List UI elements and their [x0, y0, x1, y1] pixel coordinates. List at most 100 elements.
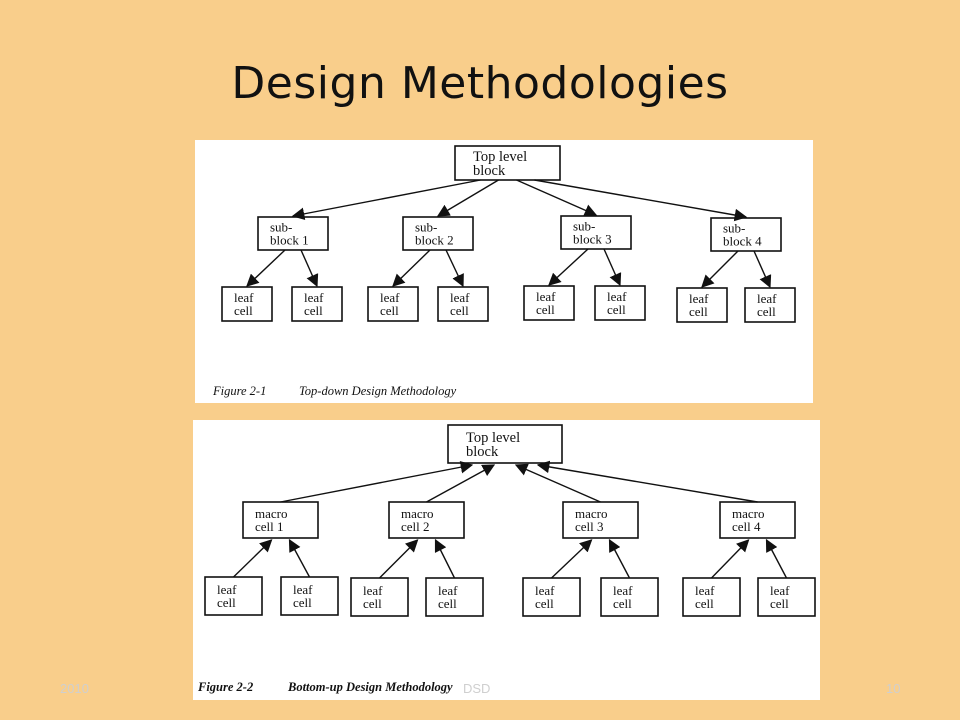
edge-leaf-to-macro-cell-4: [434, 538, 456, 579]
leaf-cell-node-3-label-line-1: leaf: [363, 583, 383, 598]
edge-leaf-to-macro-cell-7: [710, 539, 750, 579]
macro-cell-node-3-box: [562, 501, 639, 539]
sub-block-node-2-box: [402, 216, 474, 251]
leaf-cell-node-1-box: [221, 286, 273, 322]
leaf-cell-node-6-label-line-1: leaf: [607, 289, 627, 304]
macro-cell-node-2-label-line-2: cell 2: [401, 519, 430, 534]
sub-block-node-4: sub-block 4: [710, 217, 782, 252]
edge-sub-block-to-leaf-3: [392, 249, 431, 287]
macro-cell-node-3-label-line-1: macro: [575, 506, 607, 521]
macro-cell-node-2-box: [388, 501, 465, 539]
edge-leaf-to-macro-cell-1: [233, 539, 273, 578]
leaf-cell-node-8-box: [744, 287, 796, 323]
root-node-top-level-block-box: [447, 424, 563, 464]
sub-block-node-3-label-line-1: sub-: [573, 219, 595, 234]
leaf-cell-node-3-box: [367, 286, 419, 322]
leaf-cell-node-2-label-line-2: cell: [304, 303, 323, 318]
edge-root-to-sub-block-2: [436, 179, 499, 217]
leaf-cell-node-3-label-line-2: cell: [363, 596, 382, 611]
edge-leaf-to-macro-cell-8: [765, 538, 788, 579]
sub-block-node-3-label-line-2: block 3: [573, 232, 612, 247]
leaf-cell-node-1-label-line-1: leaf: [234, 290, 254, 305]
leaf-cell-node-2-label-line-1: leaf: [304, 290, 324, 305]
leaf-cell-node-5-label-line-1: leaf: [536, 289, 556, 304]
leaf-cell-node-3-box: [350, 577, 409, 617]
macro-cell-node-1-box: [242, 501, 319, 539]
leaf-cell-node-5-label-line-2: cell: [536, 302, 555, 317]
footer-year: 2010: [60, 681, 89, 696]
edge-leaf-to-macro-cell-3: [379, 539, 419, 579]
figure-number: Figure 2-1: [212, 384, 266, 398]
edge-sub-block-to-leaf-1: [246, 249, 286, 287]
leaf-cell-node-8-label-line-1: leaf: [757, 291, 777, 306]
leaf-cell-node-5-label-line-1: leaf: [535, 583, 555, 598]
leaf-cell-node-8-label-line-2: cell: [770, 596, 789, 611]
root-node-top-level-block-box: [454, 145, 561, 181]
figure-caption: Top-down Design Methodology: [299, 384, 457, 398]
edge-root-to-sub-block-4: [534, 179, 748, 222]
footer-course: DSD: [463, 681, 491, 696]
leaf-cell-node-1-label-line-1: leaf: [217, 582, 237, 597]
leaf-cell-node-2-label-line-2: cell: [293, 595, 312, 610]
sub-block-node-1-label-line-2: block 1: [270, 233, 309, 248]
edge-sub-block-to-leaf-2: [300, 249, 319, 288]
leaf-cell-node-8-label-line-1: leaf: [770, 583, 790, 598]
leaf-cell-node-4-label-line-1: leaf: [438, 583, 458, 598]
macro-cell-node-4-box: [719, 501, 796, 539]
leaf-cell-node-4-label-line-1: leaf: [450, 290, 470, 305]
leaf-cell-node-4-box: [425, 577, 484, 617]
sub-block-node-3: sub-block 3: [560, 215, 632, 250]
leaf-cell-node-1-label-line-2: cell: [234, 303, 253, 318]
leaf-cell-node-6-label-line-2: cell: [607, 302, 626, 317]
leaf-cell-node-1-label-line-2: cell: [217, 595, 236, 610]
leaf-cell-node-5-label-line-2: cell: [535, 596, 554, 611]
leaf-cell-node-3-label-line-1: leaf: [380, 290, 400, 305]
root-node-top-level-block-label-line-1: Top level: [473, 149, 527, 165]
leaf-cell-node-8-box: [757, 577, 816, 617]
sub-block-node-1: sub-block 1: [257, 216, 329, 251]
edge-leaf-to-macro-cell-6: [608, 538, 631, 579]
slide-title: Design Methodologies: [231, 58, 729, 109]
edge-sub-block-to-leaf-5: [548, 248, 589, 286]
sub-block-node-2-label-line-1: sub-: [415, 220, 437, 235]
macro-cell-node-1-label-line-1: macro: [255, 506, 287, 521]
macro-cell-node-4-label-line-2: cell 4: [732, 519, 761, 534]
edge-macro-cell-to-root-2: [426, 464, 496, 503]
leaf-cell-node-5-box: [522, 577, 581, 617]
sub-block-node-2-label-line-2: block 2: [415, 233, 454, 248]
leaf-cell-node-7-label-line-2: cell: [695, 596, 714, 611]
leaf-cell-node-4-box: [437, 286, 489, 322]
leaf-cell-node-5-box: [523, 285, 575, 321]
edge-leaf-to-macro-cell-2: [288, 538, 311, 578]
leaf-cell-node-2-label-line-1: leaf: [293, 582, 313, 597]
edge-sub-block-to-leaf-4: [445, 249, 464, 288]
leaf-cell-node-6-label-line-1: leaf: [613, 583, 633, 598]
edge-root-to-sub-block-3: [516, 179, 598, 217]
edge-sub-block-to-leaf-7: [701, 250, 739, 288]
edge-leaf-to-macro-cell-5: [551, 539, 593, 579]
leaf-cell-node-2-box: [280, 576, 339, 616]
sub-block-node-4-label-line-1: sub-: [723, 221, 745, 236]
edge-macro-cell-to-root-4: [536, 460, 758, 503]
sub-block-node-4-box: [710, 217, 782, 252]
sub-block-node-4-label-line-2: block 4: [723, 234, 762, 249]
sub-block-node-1-label-line-1: sub-: [270, 220, 292, 235]
leaf-cell-node-7-box: [676, 287, 728, 323]
